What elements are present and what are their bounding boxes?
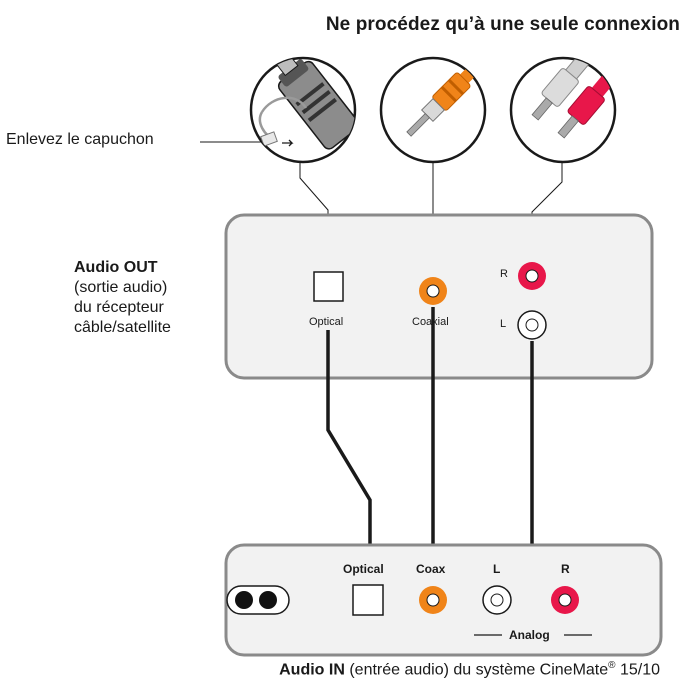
rca-plugs-illustration (509, 56, 617, 164)
optical-cable (326, 330, 372, 548)
cinemate-r-label: R (561, 562, 570, 576)
receiver-l-label: L (500, 318, 507, 330)
audio-out-line-2: du récepteur (74, 299, 164, 316)
receiver-optical-label: Optical (309, 316, 344, 328)
page-title: Ne procédez qu’à une seule connexion (325, 14, 680, 35)
audio-in-text: (entrée audio) du système CineMate (344, 661, 609, 679)
cinemate-coax-label: Coax (416, 562, 446, 576)
coaxial-plug-illustration (379, 56, 487, 164)
optical-plug-illustration (249, 56, 357, 164)
remove-cap-note: Enlevez le capuchon (6, 131, 154, 148)
receiver-coaxial-label: Coaxial (412, 316, 449, 328)
receiver-optical-port (313, 271, 344, 302)
audio-in-title: Audio IN (279, 661, 345, 679)
cinemate-l-label: L (493, 562, 501, 576)
receiver-r-label: R (500, 268, 508, 280)
cinemate-optical-port (352, 584, 384, 616)
audio-out-line-1: (sortie audio) (74, 279, 168, 296)
registered-mark: ® (608, 660, 616, 671)
audio-out-line-3: câble/satellite (74, 319, 171, 336)
audio-in-caption: Audio IN (entrée audio) du système CineM… (100, 660, 660, 679)
analog-label: Analog (509, 628, 550, 642)
cinemate-optical-label: Optical (343, 562, 384, 576)
audio-in-model: 15/10 (615, 661, 660, 679)
audio-out-label: Audio OUT (sortie audio) du récepteur câ… (74, 258, 224, 338)
audio-out-title: Audio OUT (74, 259, 158, 276)
